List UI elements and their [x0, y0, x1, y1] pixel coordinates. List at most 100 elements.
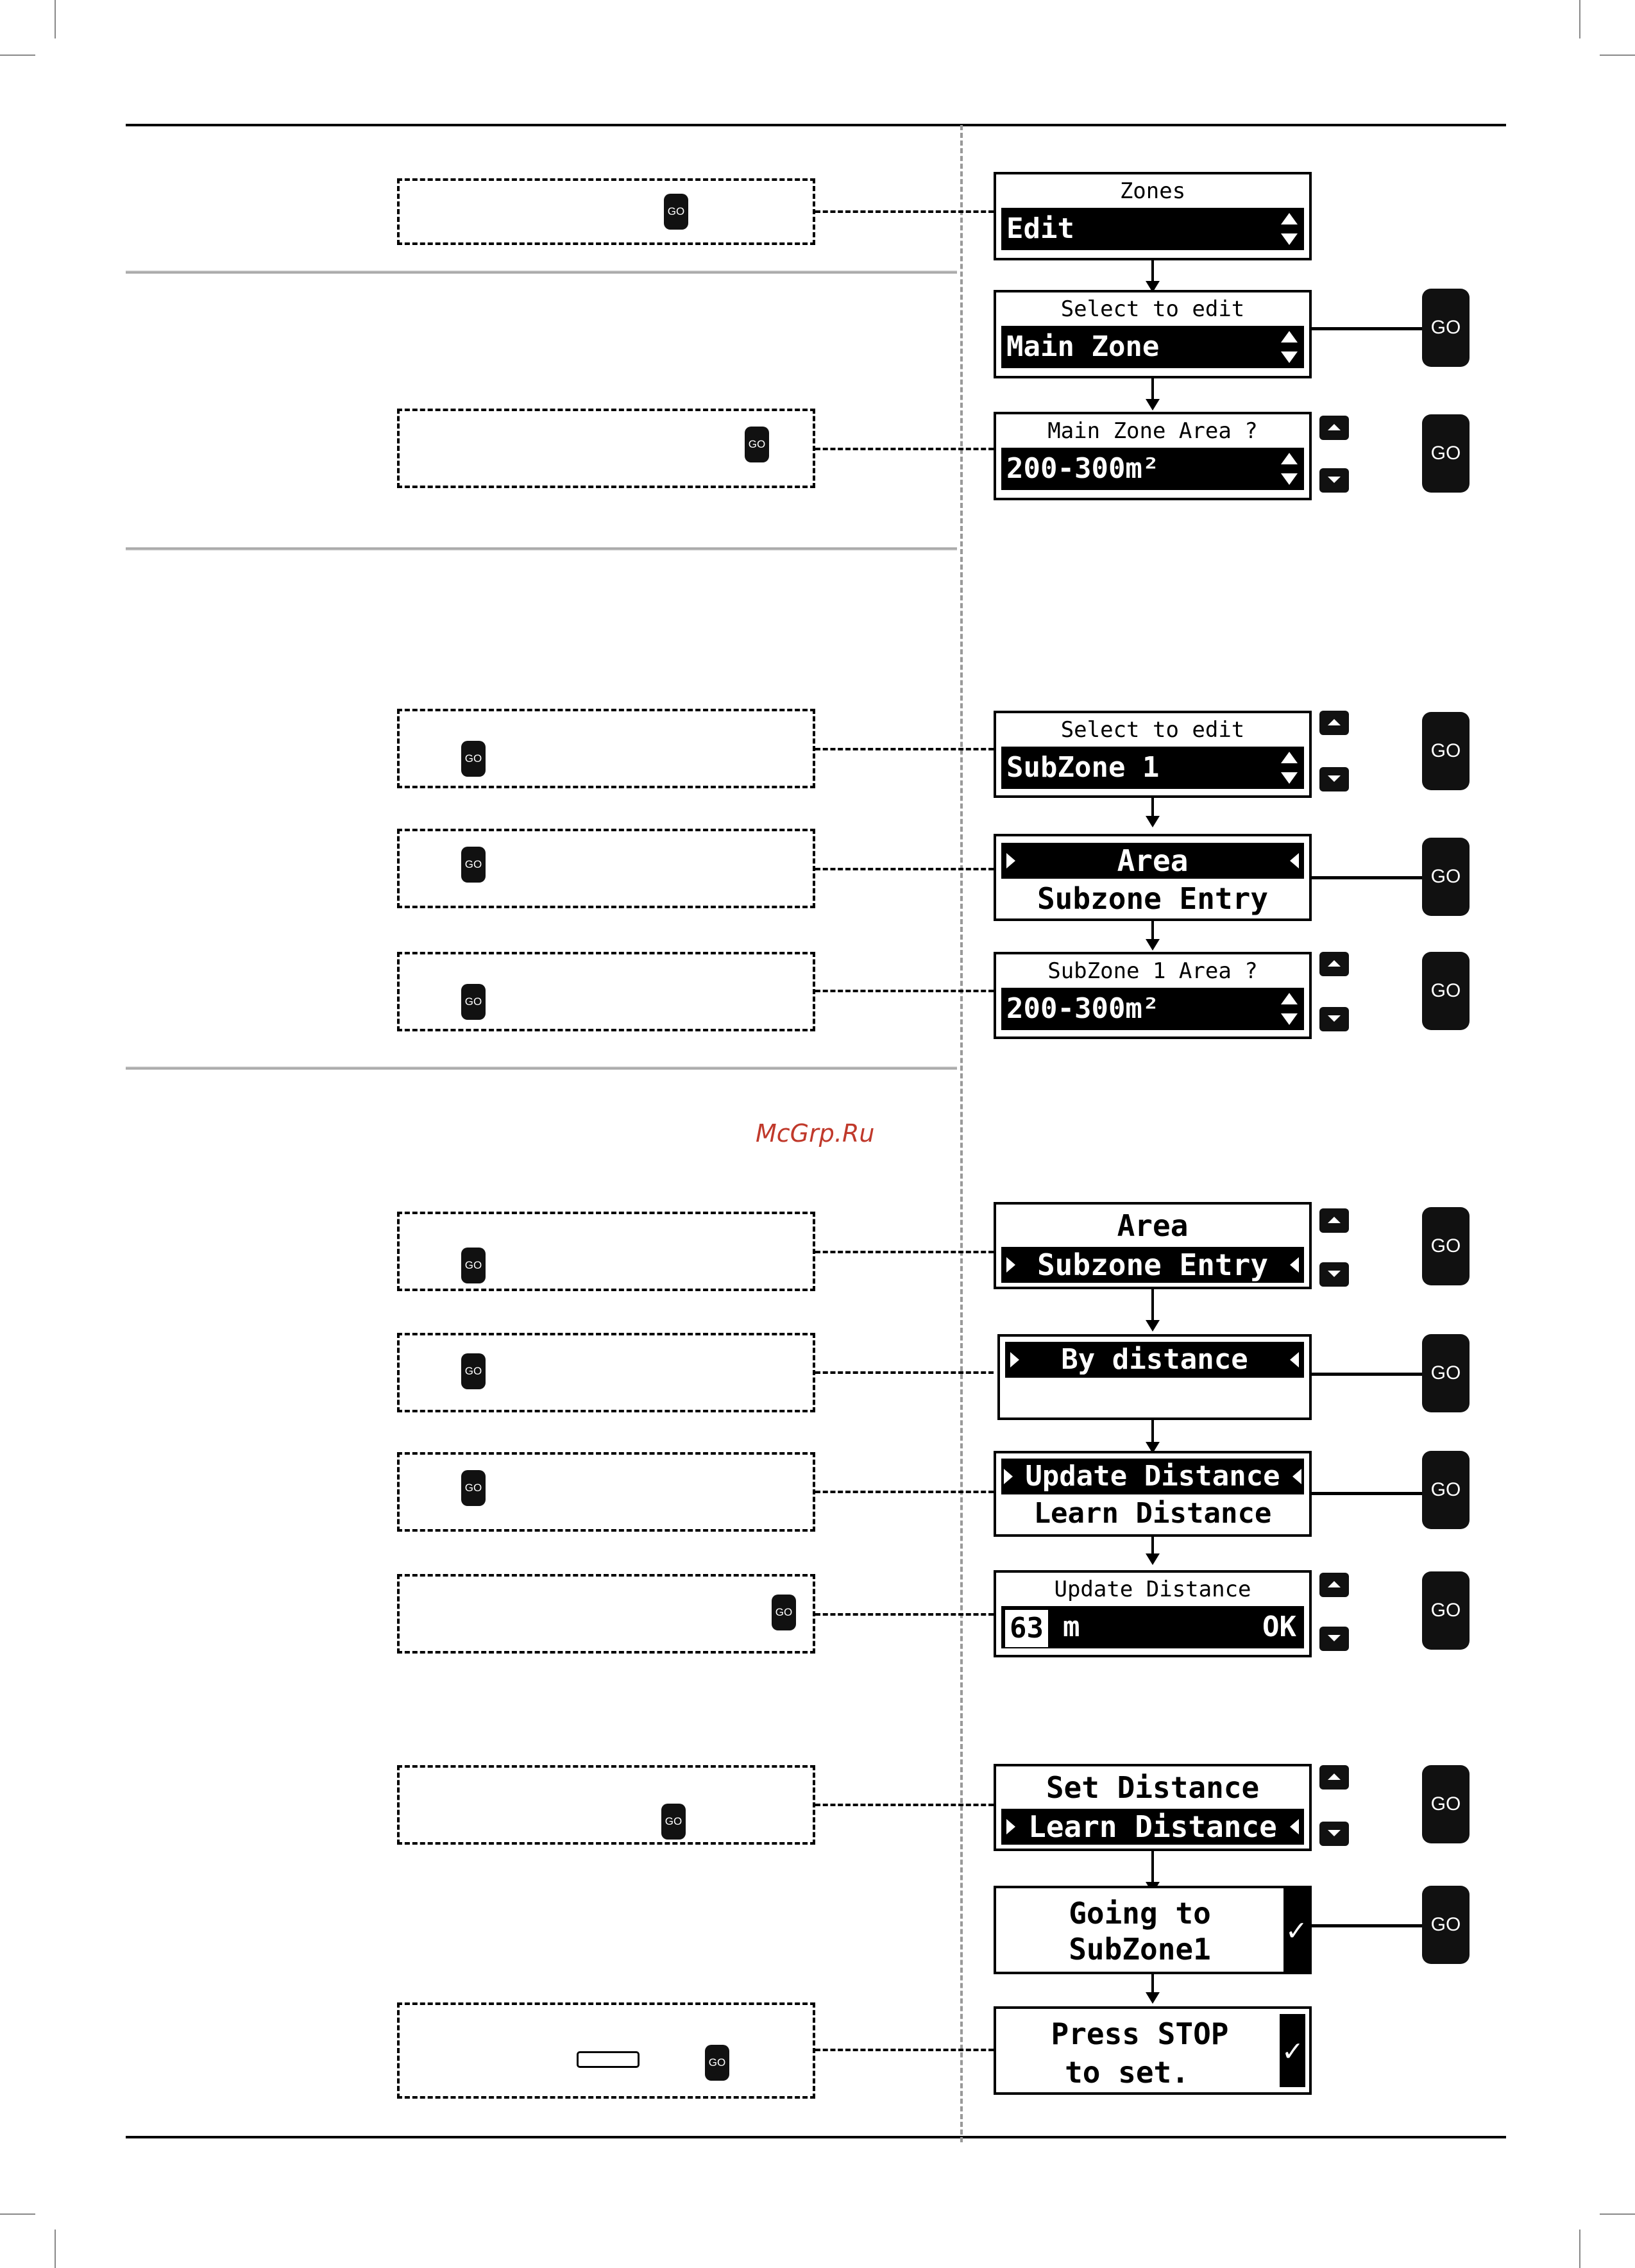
flow-arrow — [1151, 1537, 1154, 1556]
lcd-learn-menu: Set Distance Learn Distance — [994, 1764, 1312, 1851]
hint-box: GO — [397, 829, 815, 908]
go-key-icon: GO — [772, 1595, 796, 1630]
menu-item[interactable]: Learn Distance — [1033, 1497, 1272, 1530]
lcd-update-menu: Update Distance Learn Distance — [994, 1451, 1312, 1537]
flow-arrow-head — [1146, 939, 1160, 951]
up-key[interactable] — [1319, 1765, 1349, 1790]
go-button[interactable]: GO — [1422, 1571, 1470, 1650]
connector-line — [815, 210, 994, 213]
flow-arrow — [1151, 1289, 1154, 1323]
menu-item-selected[interactable]: Area — [1001, 843, 1304, 879]
go-button[interactable]: GO — [1422, 1334, 1470, 1412]
section-divider — [126, 271, 957, 274]
go-button[interactable]: GO — [1422, 289, 1470, 367]
up-key[interactable] — [1319, 952, 1349, 976]
lcd-title: Update Distance — [1054, 1577, 1251, 1602]
hint-box: GO — [397, 1574, 815, 1654]
connector-line — [815, 2049, 994, 2051]
connector-line — [815, 1613, 994, 1616]
go-button[interactable]: GO — [1422, 414, 1470, 493]
flow-arrow-head — [1146, 1553, 1160, 1565]
flow-arrow — [1151, 1420, 1154, 1444]
distance-number[interactable]: 63 — [1005, 1610, 1048, 1647]
down-key[interactable] — [1319, 1262, 1349, 1287]
go-button[interactable]: GO — [1422, 1765, 1470, 1843]
lcd-select-main: Select to edit Main Zone — [994, 290, 1312, 378]
lcd-main-area: Main Zone Area ? 200-300m² — [994, 412, 1312, 500]
go-key-icon: GO — [461, 1353, 486, 1389]
section-divider — [126, 547, 957, 550]
up-key[interactable] — [1319, 1573, 1349, 1597]
lcd-value: 200-300m² — [1001, 988, 1304, 1030]
menu-item[interactable]: Area — [1117, 1208, 1189, 1243]
hint-box: GO — [397, 1333, 815, 1412]
selector-left-icon — [1292, 1469, 1301, 1484]
go-button[interactable]: GO — [1422, 952, 1470, 1030]
lcd-title: Main Zone Area ? — [1047, 418, 1258, 444]
flow-arrow — [1151, 260, 1154, 284]
top-rule — [126, 124, 1506, 126]
menu-item[interactable]: Subzone Entry — [1037, 881, 1269, 916]
scroll-arrows-icon — [1280, 750, 1299, 797]
go-connector — [1312, 1492, 1422, 1495]
ok-label[interactable]: OK — [1262, 1611, 1296, 1643]
connector-line — [815, 1804, 994, 1806]
crop-mark — [1579, 2230, 1580, 2268]
distance-unit: m — [1063, 1611, 1080, 1643]
hint-box: GO — [397, 409, 815, 488]
connector-line — [815, 448, 994, 450]
crop-mark — [0, 55, 35, 56]
up-key[interactable] — [1319, 711, 1349, 735]
selector-right-icon — [1006, 1819, 1015, 1834]
lcd-value: 200-300m² — [1001, 448, 1304, 490]
go-key-icon: GO — [461, 984, 486, 1020]
down-key[interactable] — [1319, 767, 1349, 791]
menu-item-selected[interactable]: Subzone Entry — [1001, 1247, 1304, 1283]
selector-left-icon — [1290, 1352, 1299, 1367]
go-connector — [1312, 876, 1422, 879]
hint-box: GO — [397, 1212, 815, 1291]
go-button[interactable]: GO — [1422, 838, 1470, 916]
lcd-zones: Zones Edit — [994, 172, 1312, 260]
down-key[interactable] — [1319, 1007, 1349, 1031]
go-key-icon: GO — [745, 427, 769, 462]
crop-mark — [55, 2230, 56, 2268]
go-key-icon: GO — [661, 1804, 686, 1840]
check-icon: ✓ — [1280, 2014, 1305, 2087]
menu-item-selected[interactable]: By distance — [1005, 1342, 1304, 1378]
connector-line — [815, 1491, 994, 1493]
flow-arrow — [1151, 921, 1154, 942]
go-button[interactable]: GO — [1422, 1207, 1470, 1285]
crop-mark — [1600, 55, 1635, 56]
menu-item-selected[interactable]: Learn Distance — [1001, 1809, 1304, 1845]
section-divider — [126, 1067, 957, 1070]
go-button[interactable]: GO — [1422, 712, 1470, 790]
stop-key-icon — [577, 2051, 640, 2068]
up-key[interactable] — [1319, 416, 1349, 440]
go-button[interactable]: GO — [1422, 1886, 1470, 1964]
selector-right-icon — [1006, 853, 1015, 868]
go-key-icon: GO — [461, 1248, 486, 1283]
flow-arrow — [1151, 1974, 1154, 1995]
flow-arrow-head — [1146, 281, 1160, 292]
crop-mark — [55, 0, 56, 38]
down-key[interactable] — [1319, 1627, 1349, 1651]
menu-item-selected[interactable]: Update Distance — [1001, 1459, 1304, 1494]
down-key[interactable] — [1319, 468, 1349, 493]
up-key[interactable] — [1319, 1208, 1349, 1233]
flow-arrow — [1151, 1851, 1154, 1884]
lcd-press-stop: Press STOP to set. ✓ — [994, 2006, 1312, 2095]
lcd-title: Select to edit — [1060, 296, 1245, 322]
go-button[interactable]: GO — [1422, 1451, 1470, 1529]
go-key-icon: GO — [461, 1470, 486, 1506]
hint-box: GO — [397, 2002, 815, 2099]
scroll-arrows-icon — [1280, 452, 1299, 498]
connector-line — [815, 868, 994, 870]
watermark: McGrp.Ru — [756, 1119, 875, 1147]
menu-item[interactable]: Set Distance — [1046, 1770, 1260, 1805]
down-key[interactable] — [1319, 1822, 1349, 1846]
lcd-going: Going to SubZone1 ✓ — [994, 1886, 1312, 1974]
flow-arrow-head — [1146, 1992, 1160, 2004]
lcd-line: to set. — [1065, 2055, 1189, 2090]
scroll-arrows-icon — [1280, 330, 1299, 377]
